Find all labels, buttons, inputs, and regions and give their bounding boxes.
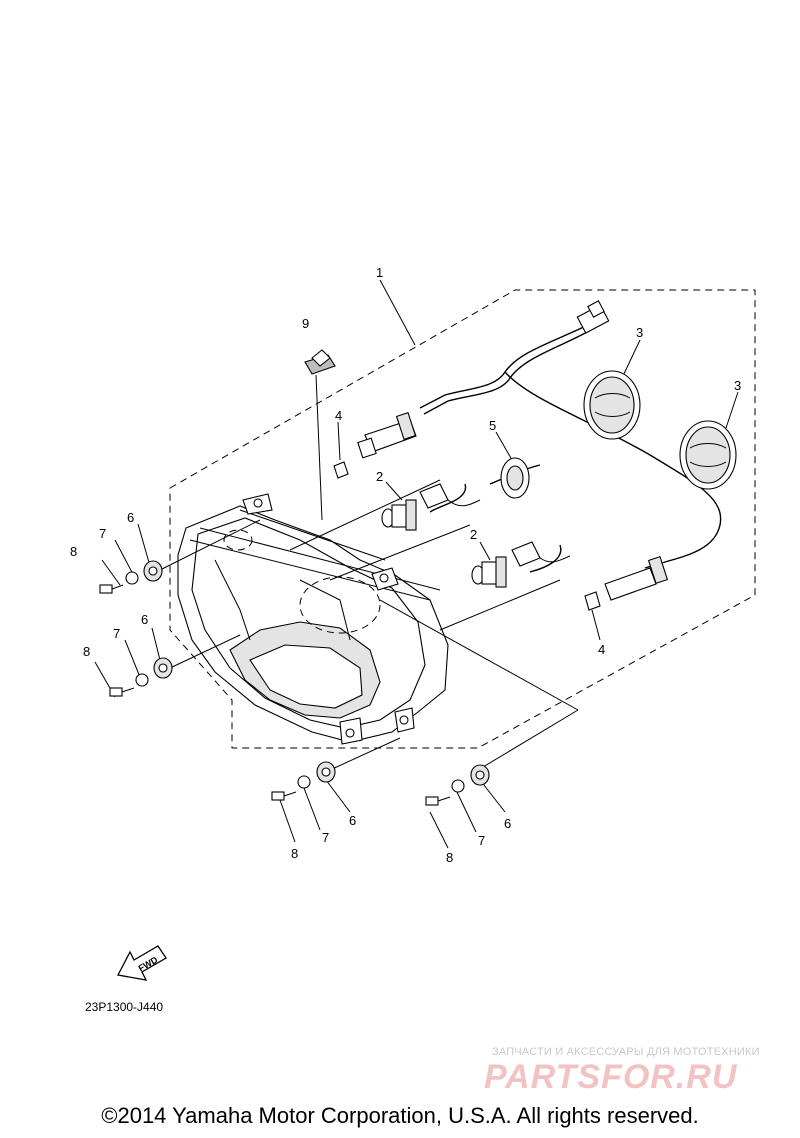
headlight-housing [177, 493, 449, 745]
diagram-code: 23P1300-J440 [85, 1000, 164, 1014]
callout-3: 3 [734, 378, 741, 393]
callout-7: 7 [99, 526, 106, 541]
watermark-tagline: ЗАПЧАСТИ И АКСЕССУАРЫ ДЛЯ МОТОТЕХНИКИ [492, 1046, 760, 1058]
callout-4: 4 [598, 642, 605, 657]
fasteners [99, 560, 490, 806]
callout-1: 1 [376, 265, 383, 280]
watermark-logo: PARTSFOR.RU [484, 1058, 738, 1096]
callout-3: 3 [636, 325, 643, 340]
callout-7: 7 [113, 626, 120, 641]
fwd-arrow-icon: FWD [117, 945, 167, 981]
callout-8: 8 [446, 850, 453, 865]
clip-part-9 [304, 349, 336, 375]
assembly-lines [94, 279, 739, 849]
callout-9: 9 [302, 316, 309, 331]
wiring-harness [419, 300, 722, 573]
callout-6: 6 [504, 816, 511, 831]
callout-2: 2 [470, 527, 477, 542]
callout-labels: 1 9 4 5 3 3 2 2 4 8 7 6 8 7 6 8 7 6 8 7 … [70, 265, 741, 865]
callout-8: 8 [70, 544, 77, 559]
callout-8: 8 [83, 644, 90, 659]
callout-2: 2 [376, 469, 383, 484]
callout-4: 4 [335, 408, 342, 423]
callout-7: 7 [322, 830, 329, 845]
callout-5: 5 [489, 418, 496, 433]
grommet-part-5 [500, 457, 530, 499]
callout-6: 6 [349, 813, 356, 828]
position-bulb-part-4 [333, 412, 669, 611]
cover-part-3 [583, 370, 737, 490]
headlight-bulb-part-2 [381, 483, 571, 588]
copyright-notice: ©2014 Yamaha Motor Corporation, U.S.A. A… [101, 1103, 699, 1128]
callout-7: 7 [478, 833, 485, 848]
callout-6: 6 [141, 612, 148, 627]
callout-6: 6 [127, 510, 134, 525]
callout-8: 8 [291, 846, 298, 861]
